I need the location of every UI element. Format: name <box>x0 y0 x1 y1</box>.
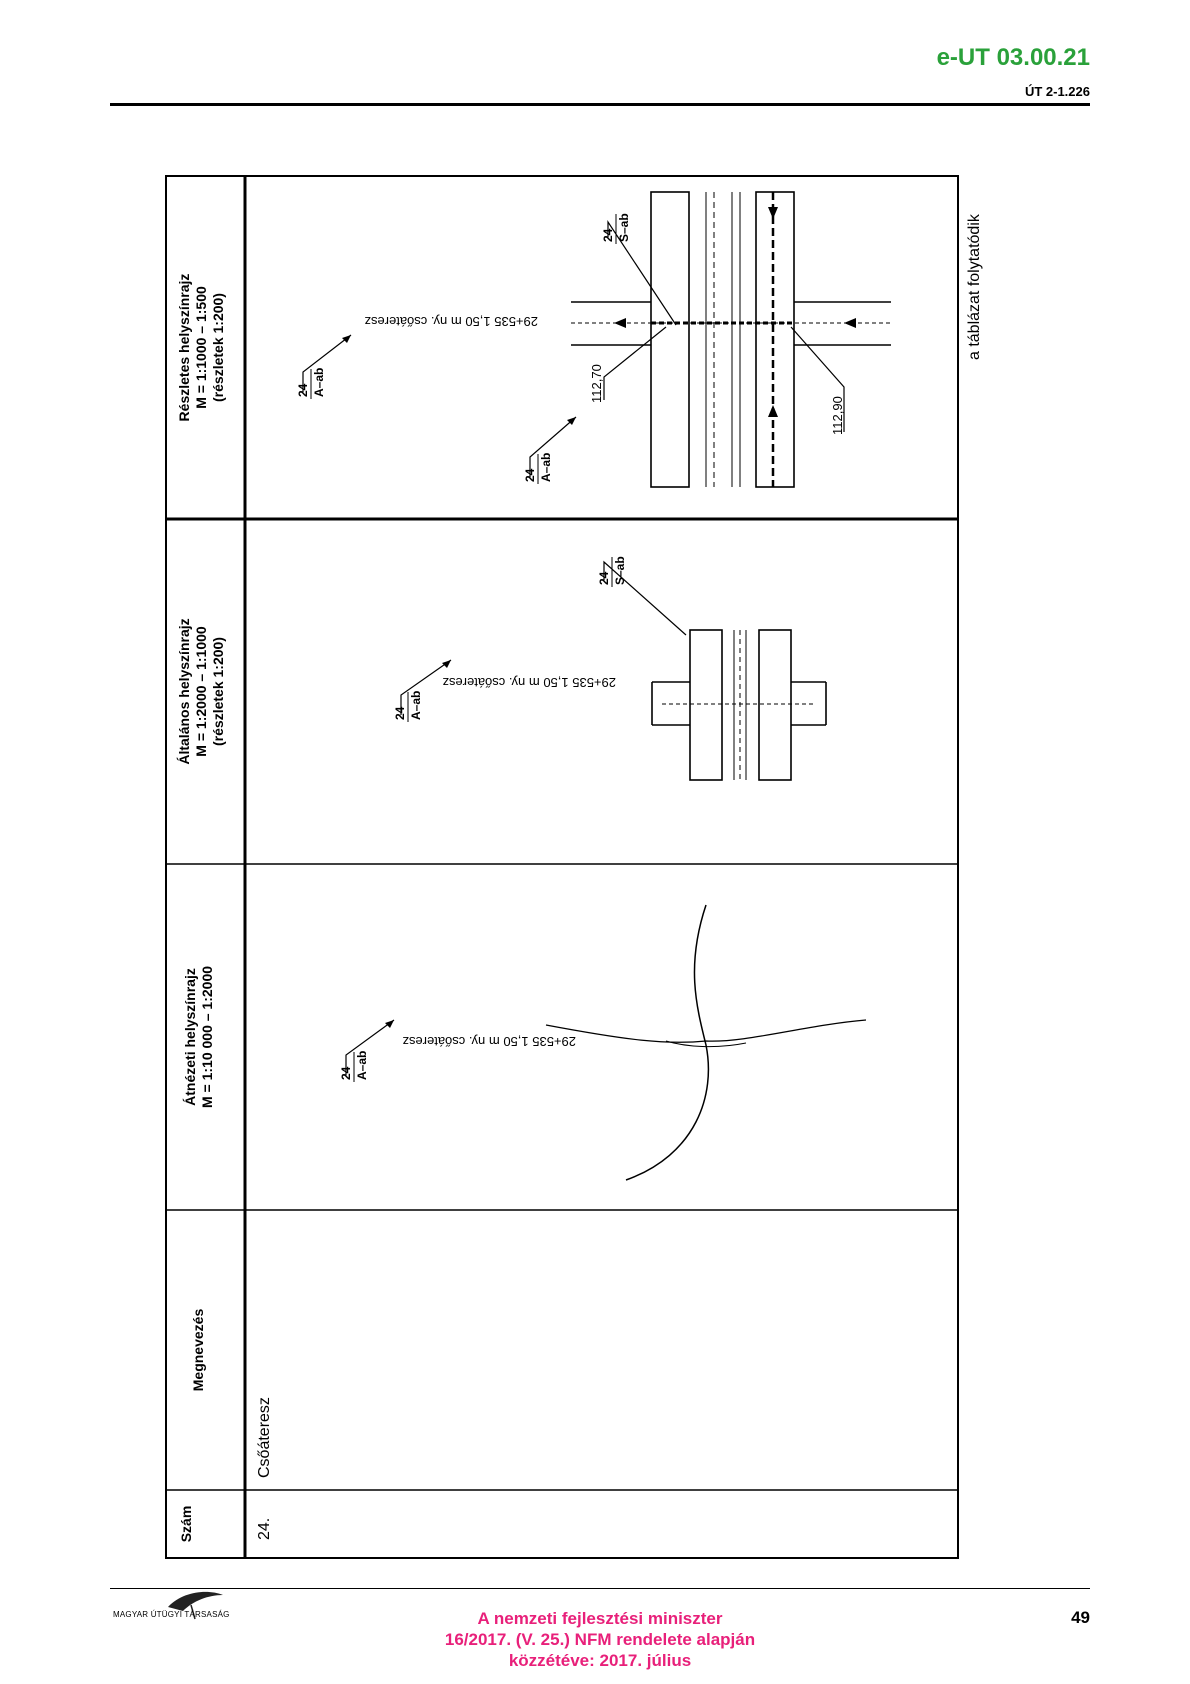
column-header-overview-plan: Átnézeti helyszínrajz M = 1:10 000 – 1:2… <box>182 965 215 1109</box>
society-logo-icon <box>168 1591 223 1620</box>
page-number: 49 <box>1071 1608 1090 1627</box>
symbol-code-label: A–ab <box>409 691 423 720</box>
standard-code: ÚT 2-1.226 <box>1024 84 1090 99</box>
society-logo-text: MAGYAR ÚTÜGYI TÁRSASÁG <box>113 1610 230 1619</box>
symbol-number-label: 24 <box>393 706 407 720</box>
symbol-number-label: 24 <box>523 468 537 482</box>
symbol-code-label: A–ab <box>355 1051 369 1080</box>
elevation-label-2: 112,90 <box>830 396 845 435</box>
symbol-code-label: S–ab <box>613 556 627 585</box>
elevation-label-1: 112,70 <box>589 364 604 403</box>
symbol-number-label: 24 <box>339 1066 353 1080</box>
column-header-name: Megnevezés <box>190 1308 206 1392</box>
row-number: 24. <box>256 1517 273 1540</box>
chainage-label: 29+535 1,50 m ny. csőáteresz <box>364 314 538 329</box>
chainage-label: 29+535 1,50 m ny. csőáteresz <box>442 675 616 690</box>
column-header-detailed-plan: Részletes helyszínrajz M = 1:1000 – 1:50… <box>176 273 226 422</box>
symbol-code-label: A–ab <box>312 368 326 397</box>
symbol-code-label: S–ab <box>617 213 631 242</box>
chainage-label: 29+535 1,50 m ny. csőáteresz <box>402 1034 576 1049</box>
header-rule <box>110 103 1090 106</box>
symbol-code-label: A–ab <box>539 453 553 482</box>
symbol-number-label: 24 <box>601 228 615 242</box>
column-header-number: Szám <box>178 1505 194 1543</box>
general-plan-drawing: 24 A–ab 24 S–ab 29+535 1,50 m ny. csőáte… <box>393 556 827 781</box>
footer-rule <box>110 1588 1090 1589</box>
document-code: e-UT 03.00.21 <box>936 44 1090 71</box>
symbol-number-label: 24 <box>597 571 611 585</box>
publication-note: A nemzeti fejlesztési miniszter 16/2017.… <box>444 1609 756 1670</box>
detailed-plan-drawing: 24 A–ab 24 A–ab 24 S–ab 112,70 112,90 29… <box>296 191 891 488</box>
row-name: Csőáteresz <box>256 1397 273 1478</box>
column-header-general-plan: Általános helyszínrajz M = 1:2000 – 1:10… <box>176 618 226 765</box>
overview-plan-drawing: 24 A–ab 29+535 1,50 m ny. csőáteresz <box>339 904 867 1181</box>
symbol-number-label: 24 <box>296 383 310 397</box>
table-continues-note: a táblázat folytatódik <box>966 214 983 360</box>
